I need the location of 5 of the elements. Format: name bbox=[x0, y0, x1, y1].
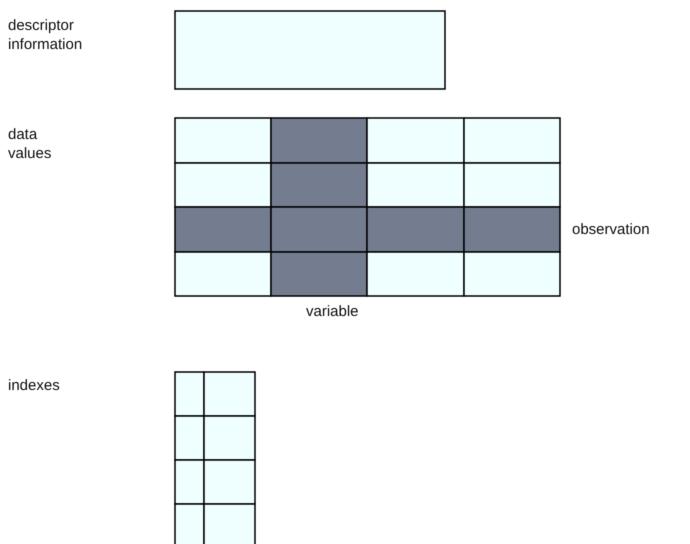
column-label: variable bbox=[306, 302, 359, 321]
section-label: descriptor information bbox=[8, 16, 84, 54]
row-label: observation bbox=[572, 220, 650, 239]
section-label: indexes bbox=[8, 376, 60, 395]
section-label: data values bbox=[8, 125, 52, 163]
